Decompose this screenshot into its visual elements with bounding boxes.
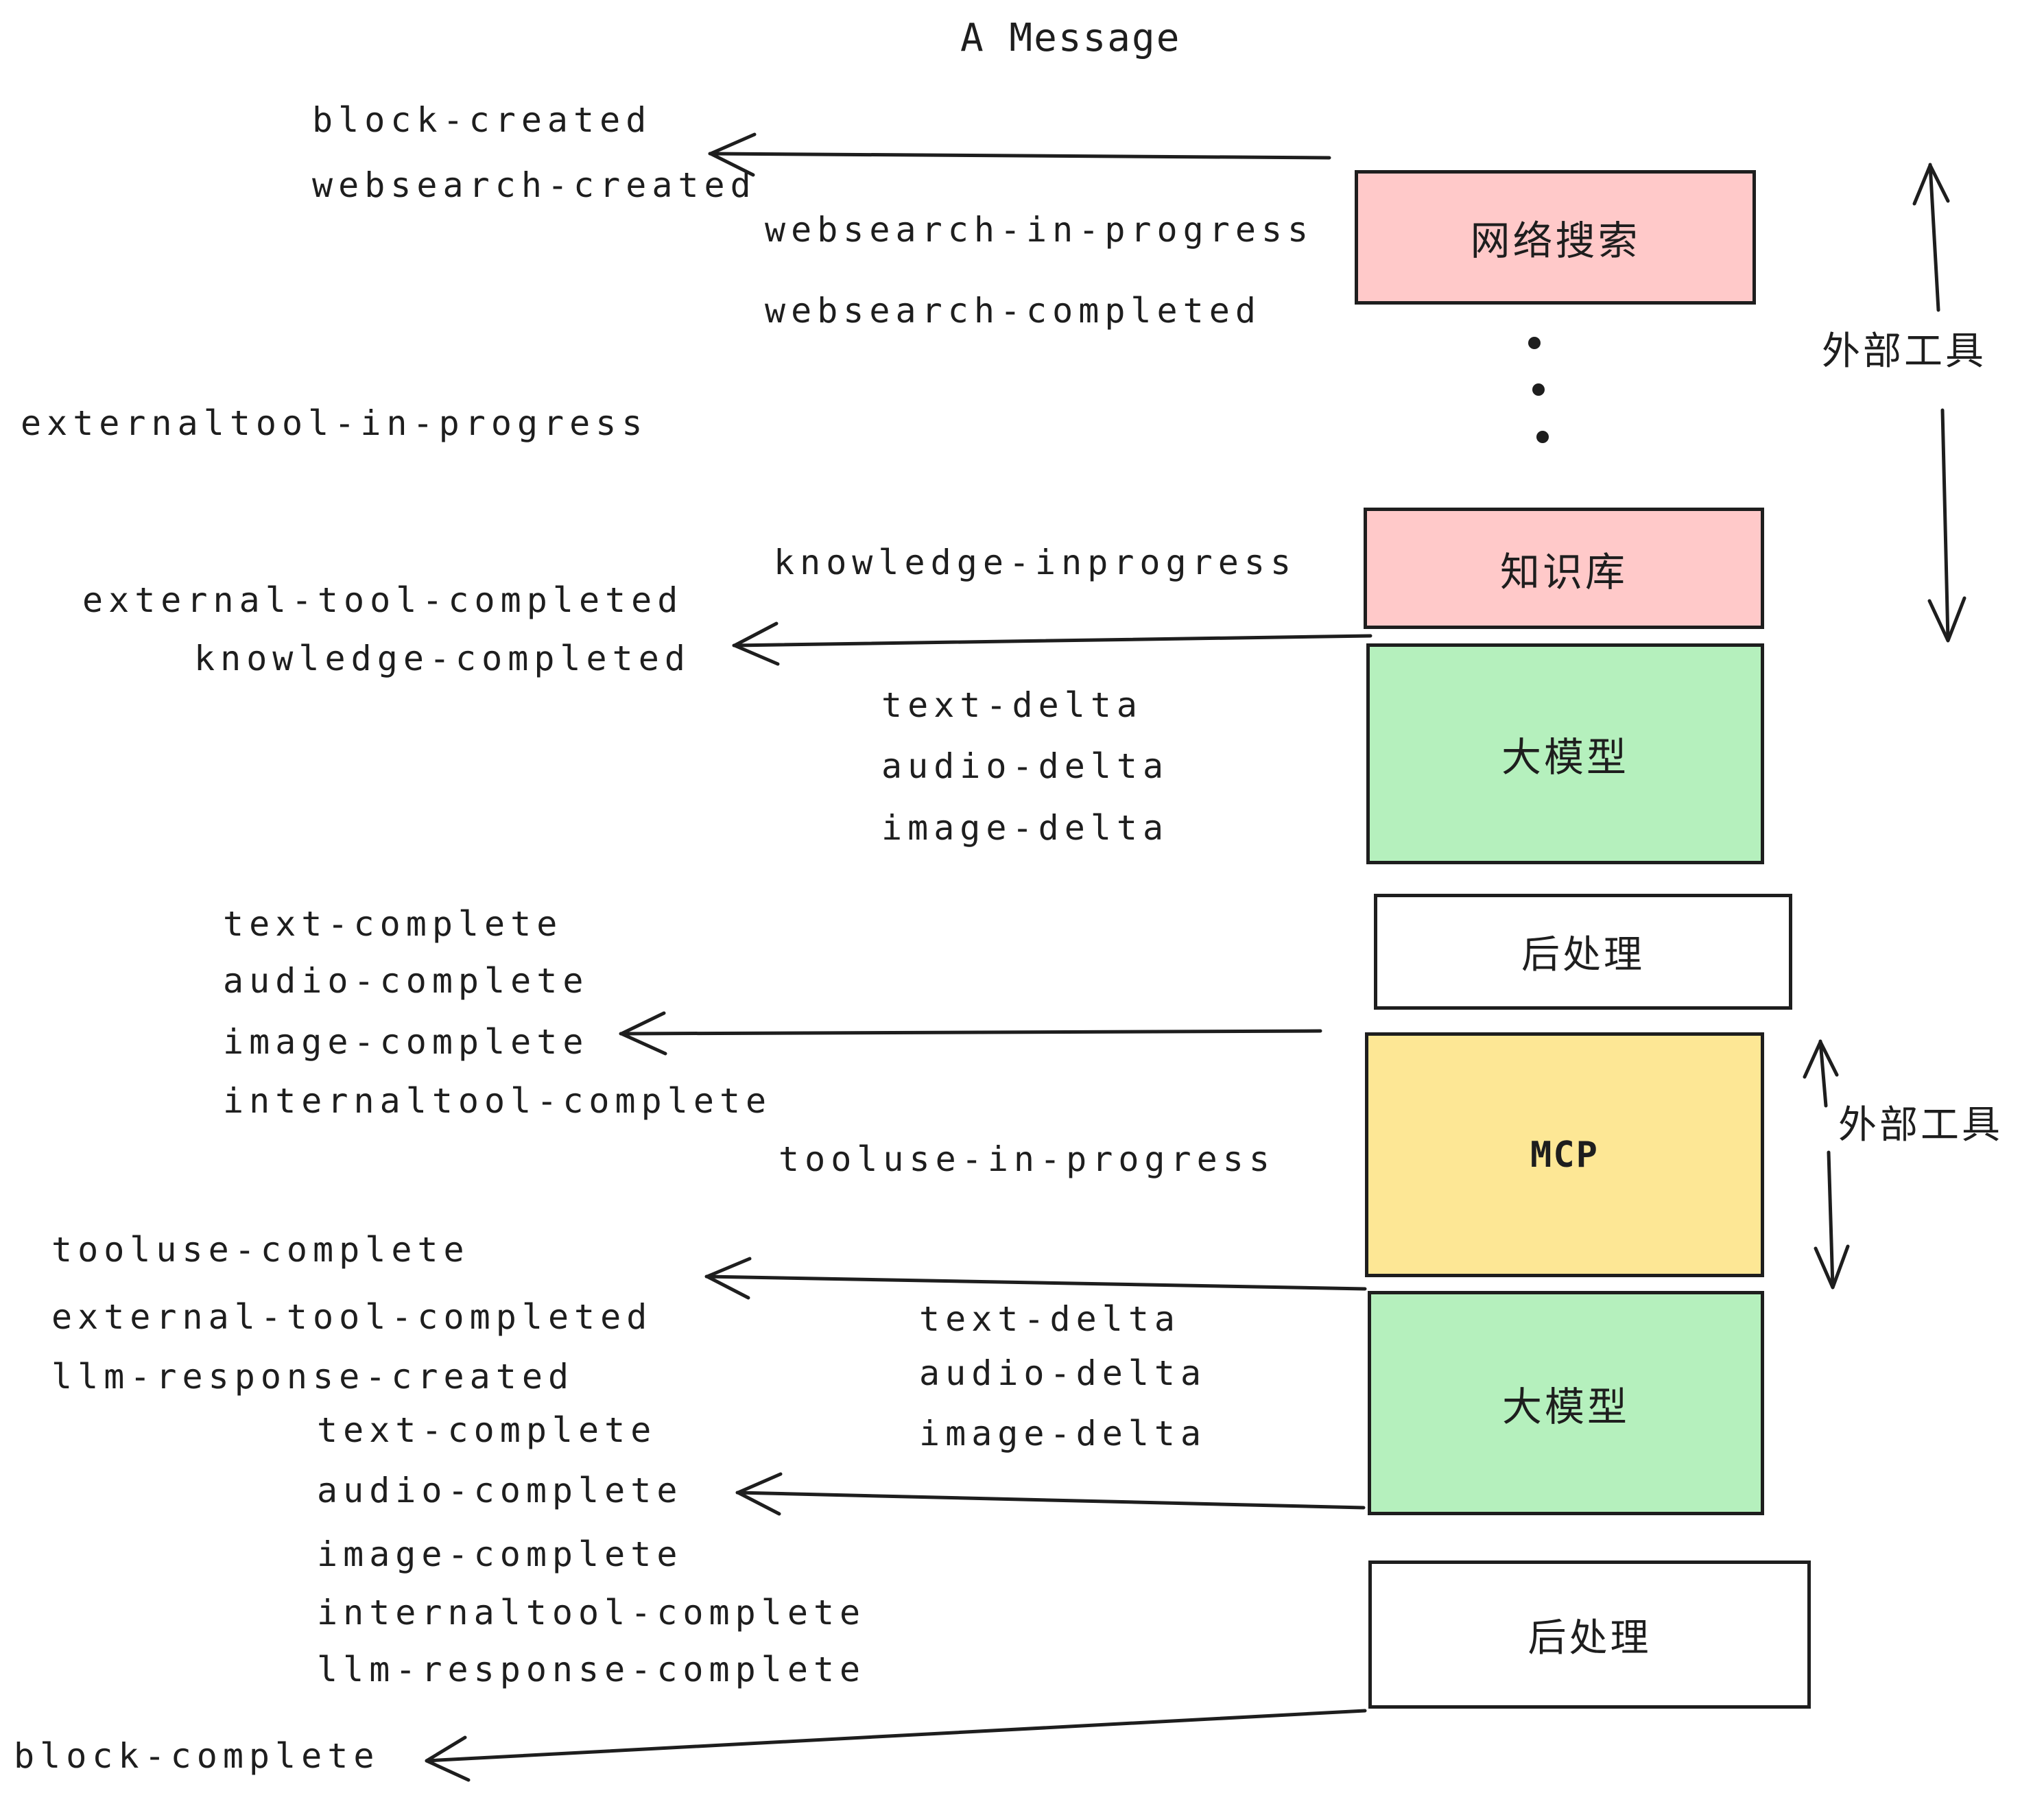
box-websearch: 网络搜索 [1355,170,1756,305]
event-label-image-complete-2: image-complete [317,1534,683,1574]
event-label-websearch-in-progress: websearch-in-progress [765,210,1314,250]
event-label-image-complete: image-complete [223,1022,589,1062]
event-label-image-delta: image-delta [881,808,1169,848]
event-label-websearch-created: websearch-created [312,165,757,205]
event-label-block-complete: block-complete [14,1736,380,1776]
external-tools-annotation-mcp: 外部工具 [1838,1103,2003,1146]
box-llm-1-label: 大模型 [1501,735,1629,780]
arrow-postprocess-to-block-complete [425,1709,1367,1782]
box-llm-1: 大模型 [1366,643,1764,864]
arrow-mcp-to-tooluse-complete [704,1257,1367,1300]
box-postprocess-2-label: 后处理 [1528,1615,1652,1659]
event-label-websearch-completed: websearch-completed [765,291,1261,331]
event-label-external-tool-completed-2: external-tool-completed [51,1297,653,1337]
event-label-block-created: block-created [312,100,652,140]
event-label-tooluse-complete: tooluse-complete [51,1230,470,1270]
box-llm-2: 大模型 [1368,1291,1764,1515]
event-label-externaltool-in-progress: externaltool-in-progress [21,403,648,443]
arrow-websearch-to-created [708,132,1331,177]
double-arrow-external-tools-mcp [1803,1039,1850,1290]
event-label-knowledge-inprogress: knowledge-inprogress [774,543,1297,582]
event-label-tooluse-in-progress: tooluse-in-progress [779,1139,1275,1179]
box-postprocess-1: 后处理 [1374,894,1792,1010]
event-label-internaltool-complete: internaltool-complete [223,1081,772,1121]
box-postprocess-2: 后处理 [1368,1560,1811,1709]
event-label-text-delta-2: text-delta [919,1299,1181,1339]
event-label-knowledge-completed: knowledge-completed [194,639,691,678]
event-label-external-tool-completed: external-tool-completed [82,580,684,620]
event-label-audio-delta-2: audio-delta [919,1353,1207,1393]
box-websearch-label: 网络搜索 [1470,219,1641,263]
event-label-internaltool-complete-2: internaltool-complete [317,1593,866,1633]
arrow-llm2-to-complete-group [735,1472,1366,1516]
event-label-audio-complete: audio-complete [223,961,589,1001]
event-label-text-complete-2: text-complete [317,1410,657,1450]
diagram-title: A Message [960,16,1181,60]
event-label-audio-delta: audio-delta [881,746,1169,786]
box-mcp-label: MCP [1530,1134,1599,1176]
box-postprocess-1-label: 后处理 [1521,933,1645,976]
box-llm-2-label: 大模型 [1501,1384,1630,1429]
arrow-llm-to-complete-group [619,1011,1322,1056]
external-tools-annotation-top: 外部工具 [1822,329,1986,372]
double-arrow-external-tools-top [1912,163,1966,643]
box-knowledge-label: 知识库 [1499,549,1628,595]
event-label-image-delta-2: image-delta [919,1414,1207,1453]
event-label-audio-complete-2: audio-complete [317,1471,683,1510]
event-label-llm-response-created: llm-response-created [51,1357,575,1397]
event-label-text-complete: text-complete [223,904,563,944]
event-label-text-delta: text-delta [881,685,1143,725]
ellipsis-dots [1528,337,1549,443]
arrow-knowledge-to-completed [732,621,1372,666]
box-knowledge: 知识库 [1364,508,1764,629]
event-label-llm-response-complete: llm-response-complete [317,1650,866,1689]
box-mcp: MCP [1365,1032,1764,1277]
